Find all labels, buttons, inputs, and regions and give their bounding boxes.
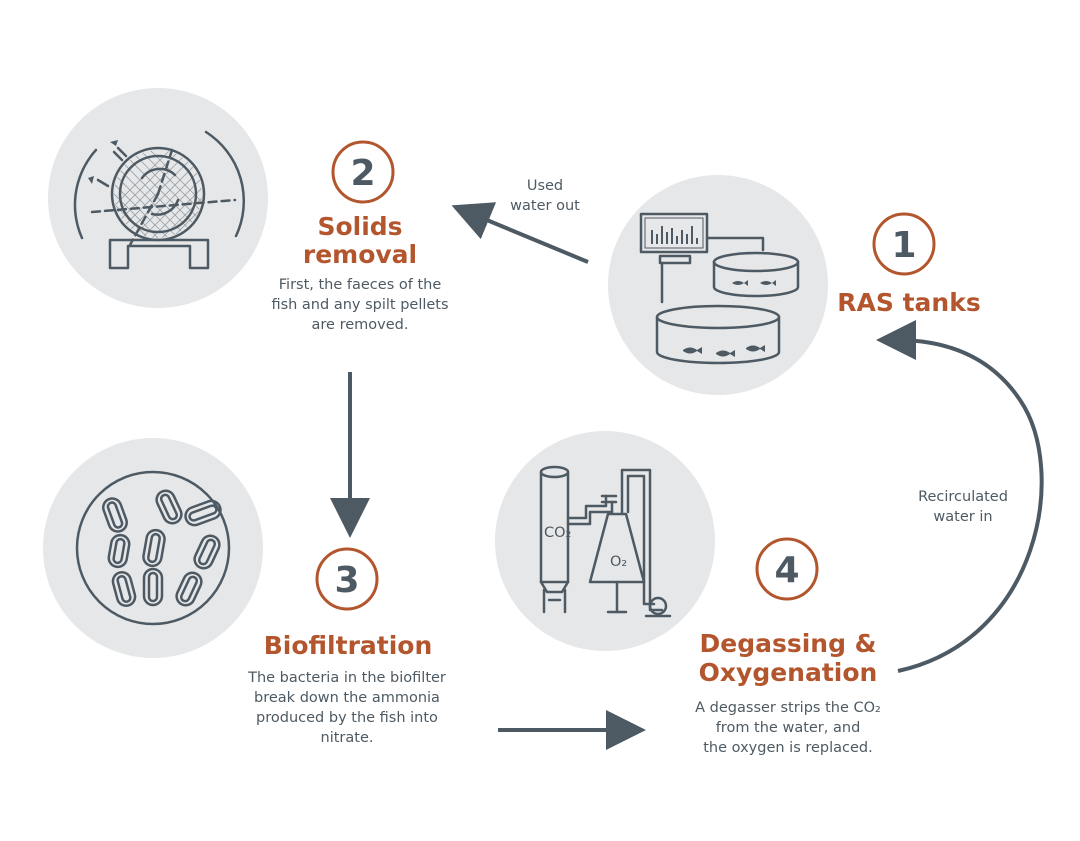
o2-label: O₂ bbox=[610, 554, 627, 570]
step-2-desc-line-1: First, the faeces of the bbox=[279, 277, 442, 293]
step-2-title-line-1: Solids bbox=[317, 212, 402, 241]
step-number-2: 2 bbox=[331, 140, 395, 204]
degasser-oxygen-cone-icon: CO₂ O₂ bbox=[495, 431, 715, 651]
recirculated-water-label-line-1: Recirculated bbox=[918, 489, 1008, 505]
used-water-label-line-1: Used bbox=[527, 178, 563, 194]
svg-text:4: 4 bbox=[774, 550, 799, 591]
step-3-desc-line-2: break down the ammonia bbox=[254, 690, 440, 706]
step-4-title-line-1: Degassing & bbox=[699, 629, 876, 658]
svg-text:3: 3 bbox=[334, 560, 359, 601]
drum-filter-icon bbox=[48, 88, 268, 308]
step-4-desc-line-3: the oxygen is replaced. bbox=[703, 740, 873, 756]
step-4-desc-line-1: A degasser strips the CO₂ bbox=[695, 700, 881, 716]
step-1-title: RAS tanks bbox=[837, 288, 980, 317]
step-4-desc-line-2: from the water, and bbox=[716, 720, 861, 736]
step-number-4: 4 bbox=[755, 537, 819, 601]
recirculated-water-label-line-2: water in bbox=[933, 509, 992, 525]
arrow-degassing-to-tanks bbox=[876, 320, 1044, 673]
arrow-tanks-to-solids bbox=[451, 202, 589, 264]
step-number-1: 1 bbox=[872, 212, 936, 276]
fish-tanks-icon bbox=[608, 175, 828, 395]
step-4-title-line-2: Oxygenation bbox=[699, 658, 878, 687]
step-3-desc-line-1: The bacteria in the biofilter bbox=[247, 670, 446, 686]
step-2-desc-line-3: are removed. bbox=[312, 317, 409, 333]
co2-label: CO₂ bbox=[544, 525, 571, 541]
step-2-desc-line-2: fish and any spilt pellets bbox=[271, 297, 448, 313]
step-3-desc-line-4: nitrate. bbox=[321, 730, 374, 746]
bacteria-icon bbox=[43, 438, 263, 658]
svg-text:1: 1 bbox=[891, 225, 916, 266]
step-number-3: 3 bbox=[315, 547, 379, 611]
step-2-title-line-2: removal bbox=[303, 240, 417, 269]
step-3-title: Biofiltration bbox=[264, 631, 433, 660]
svg-text:2: 2 bbox=[350, 153, 375, 194]
step-3-desc-line-3: produced by the fish into bbox=[256, 710, 438, 726]
used-water-label-line-2: water out bbox=[510, 198, 580, 214]
